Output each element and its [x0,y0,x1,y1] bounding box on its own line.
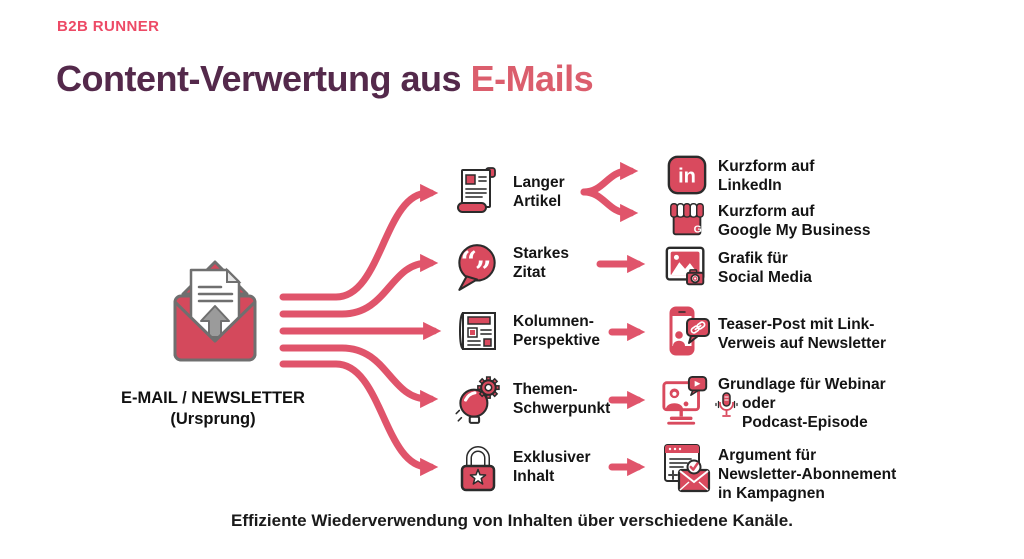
microphone-icon [715,392,738,417]
origin-label-line1: E-MAIL / NEWSLETTER [121,389,305,407]
right-item-webinar-podcast: Grundlage für Webinar oder Podcast-Episo… [718,376,886,431]
svg-text:in: in [678,166,696,188]
page-title-accent: E-Mails [470,58,594,99]
linkedin-icon: in [667,155,707,195]
newsletter-signup-icon [664,444,711,493]
middle-item-exklusiver-inhalt: Exklusiver Inhalt [513,449,591,485]
middle-item-themen-schwerpunkt: Themen- Schwerpunkt [513,381,611,417]
middle-item-langer-artikel: Langer Artikel [513,174,565,210]
middle-item-kolumnen-perspektive: Kolumnen- Perspektive [513,313,601,349]
caption: Effiziente Wiederverwendung von Inhalten… [231,511,793,530]
social-image-icon [665,246,705,286]
page-title-main: Content-Verwertung aus [56,58,462,99]
newspaper-icon [459,312,496,350]
envelope-upload-icon [173,260,257,362]
scroll-article-icon [457,167,496,213]
svg-text:G: G [694,223,702,235]
svg-text:“: “ [460,245,477,279]
brand-logo: B2B RUNNER [57,18,160,35]
right-item-newsletter-abo: Argument für Newsletter-Abonnement in Ka… [718,447,897,502]
lock-star-icon [460,446,496,492]
middle-item-starkes-zitat: Starkes Zitat [513,245,570,281]
right-item-google-my-business: Kurzform auf Google My Business [718,203,871,239]
quote-bubble-icon: “ ” [458,244,496,291]
phone-link-icon [669,306,710,356]
origin-label: E-MAIL / NEWSLETTER (Ursprung) [103,388,323,430]
right-item-social-media-grafik: Grafik für Social Media [718,250,812,286]
right-item-teaser-post: Teaser-Post mit Link- Verweis auf Newsle… [718,316,886,352]
bulb-gear-icon [455,376,500,424]
webinar-icon [662,376,708,425]
right-item-linkedin: Kurzform auf LinkedIn [718,158,815,194]
origin-label-line2: (Ursprung) [170,410,256,428]
svg-text:”: ” [475,255,492,289]
page-title: Content-Verwertung aus E-Mails [56,58,594,100]
google-my-business-icon: G [670,203,704,235]
